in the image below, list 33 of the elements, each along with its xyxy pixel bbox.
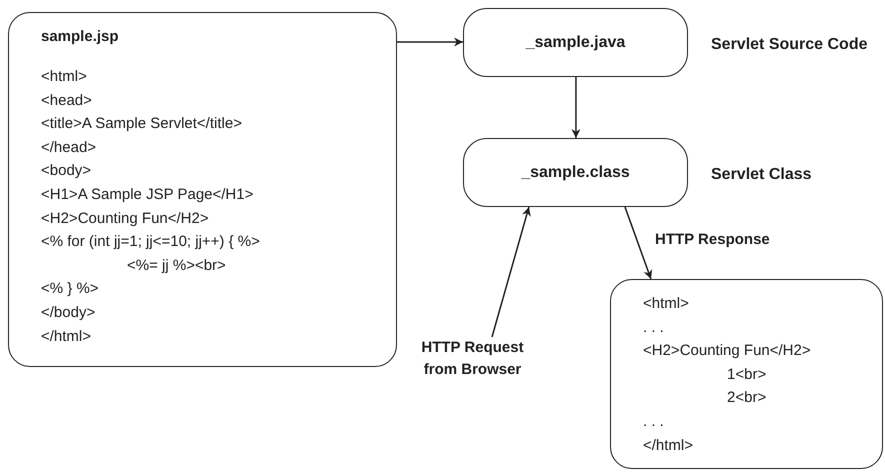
code-line: <body> — [41, 161, 92, 182]
process-box — [463, 8, 688, 77]
arrow — [571, 77, 580, 138]
code-box — [8, 12, 397, 367]
code-line: 2<br> — [727, 388, 766, 408]
code-line: <H2>Counting Fun</H2> — [643, 341, 811, 362]
code-line: </html> — [643, 436, 694, 456]
code-line: </html> — [41, 326, 92, 347]
code-line: <% for (int jj=1; jj<=10; jj++) { %> — [41, 232, 260, 252]
process-box — [463, 138, 688, 207]
file-name: _sample.java — [526, 32, 626, 52]
code-line: <H1>A Sample JSP Page</H1> — [41, 184, 254, 205]
annotation-text: Servlet Class — [711, 165, 812, 185]
arrow — [491, 206, 531, 338]
code-line: . . . — [643, 412, 664, 432]
code-line: </body> — [41, 302, 96, 323]
code-line: </head> — [41, 138, 96, 158]
arrow — [397, 38, 463, 47]
code-line: . . . — [643, 318, 664, 338]
file-name: sample.jsp — [41, 27, 119, 47]
code-box — [610, 279, 883, 469]
code-line: <html> — [41, 67, 87, 87]
code-line: <%= jj %><br> — [127, 256, 226, 276]
file-name: _sample.class — [521, 162, 630, 182]
code-line: <title>A Sample Servlet</title> — [41, 114, 242, 134]
code-line: <H2>Counting Fun</H2> — [41, 208, 209, 229]
code-line: <% } %> — [41, 279, 99, 300]
code-line: <html> — [643, 294, 689, 314]
arrow — [624, 206, 652, 280]
annotation-text: Servlet Source Code — [711, 35, 868, 55]
request-text: HTTP Request from Browser — [420, 338, 525, 380]
code-line: 1<br> — [727, 364, 766, 385]
code-line: <head> — [41, 90, 92, 111]
